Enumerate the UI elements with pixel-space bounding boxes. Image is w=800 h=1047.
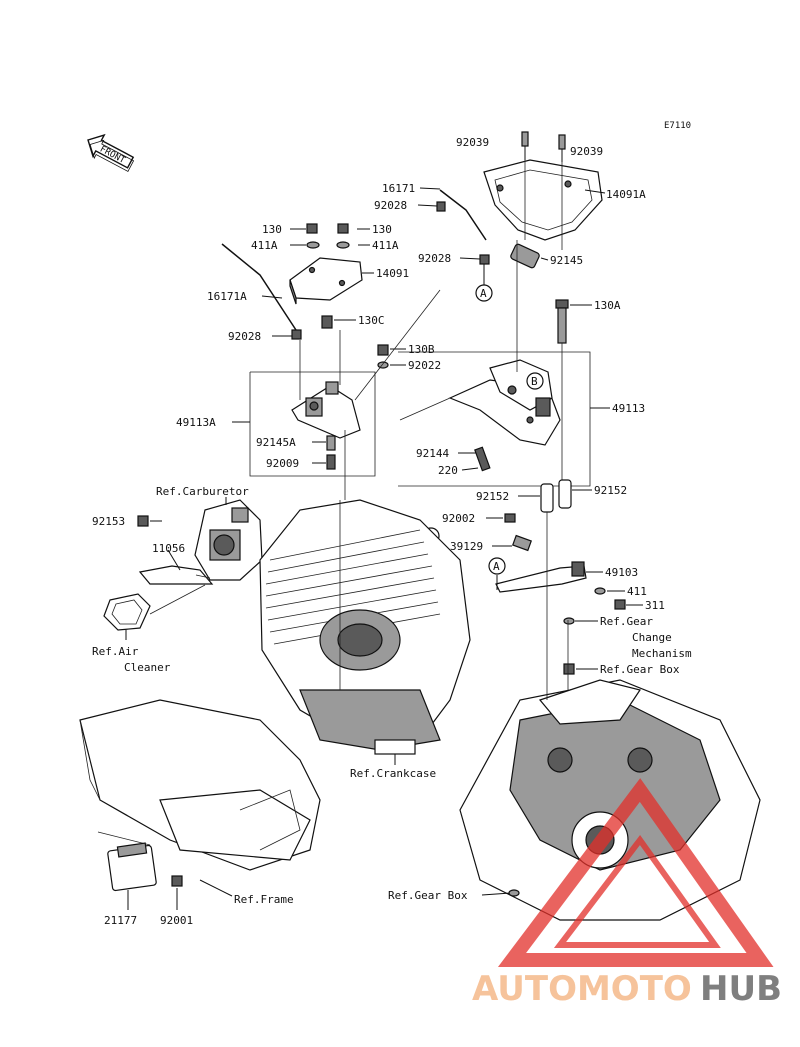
label-220: 220 [438, 464, 458, 477]
label-92009: 92009 [266, 457, 299, 470]
label-92152-right: 92152 [594, 484, 627, 497]
label-92028-low: 92028 [228, 330, 261, 343]
label-411a-left: 411A [251, 239, 278, 252]
label-92039-left: 92039 [456, 136, 489, 149]
shift-plate-49113: B [398, 240, 610, 487]
label-14091a: 14091A [606, 188, 646, 201]
ref-gear-change-2: Change [632, 631, 672, 644]
label-92145a: 92145A [256, 436, 296, 449]
bolt-130a [555, 299, 592, 480]
label-49113a: 49113A [176, 416, 216, 429]
watermark-hub: HUB [700, 969, 782, 1009]
ref-frame: Ref.Frame [234, 893, 294, 906]
callout-a-bottom: A [493, 560, 500, 573]
watermark-auto: AUTOMOTO [472, 969, 692, 1009]
label-92152-left: 92152 [476, 490, 509, 503]
callout-a-top: A [480, 287, 487, 300]
part-labels: 92039 92039 14091A 16171 92028 92028 921… [92, 136, 665, 927]
diagram-code: E7110 [664, 121, 691, 131]
watermark-logo: AUTOMOTO HUB [472, 778, 782, 1009]
ref-gear-box-lower: Ref.Gear Box [388, 889, 468, 902]
label-130-right: 130 [372, 223, 392, 236]
label-130c: 130C [358, 314, 385, 327]
label-92001: 92001 [160, 914, 193, 927]
frame-ref [79, 699, 321, 910]
label-21177: 21177 [104, 914, 137, 927]
gearbox-ref [459, 560, 761, 921]
ref-gear-change-1: Ref.Gear [600, 615, 653, 628]
label-92002: 92002 [442, 512, 475, 525]
cable-16171: A [417, 187, 493, 302]
bracket-14091 [289, 257, 374, 305]
springs-92145a-92009 [312, 435, 336, 470]
cable-16171a [221, 243, 302, 340]
label-16171: 16171 [382, 182, 415, 195]
label-16171a: 16171A [207, 290, 247, 303]
reference-labels: Ref.Carburetor Ref.Air Cleaner Ref.Gear … [92, 485, 692, 906]
label-130b: 130B [408, 343, 435, 356]
spring-92145 [510, 243, 549, 269]
pin-92144 [458, 446, 491, 472]
ref-gear-box-upper: Ref.Gear Box [600, 663, 680, 676]
ref-crankcase: Ref.Crankcase [350, 767, 436, 780]
label-411: 411 [627, 585, 647, 598]
bolts-130 [290, 223, 370, 249]
label-411a-right: 411A [372, 239, 399, 252]
label-130-left: 130 [262, 223, 282, 236]
label-92022: 92022 [408, 359, 441, 372]
cover-14091a [483, 131, 606, 250]
label-92144: 92144 [416, 447, 449, 460]
label-49113: 49113 [612, 402, 645, 415]
crankcase-ref [259, 499, 471, 765]
ref-air: Ref.Air [92, 645, 139, 658]
ref-cleaner: Cleaner [124, 661, 171, 674]
label-92153: 92153 [92, 515, 125, 528]
carburetor-ref [103, 497, 263, 640]
label-11056: 11056 [152, 542, 185, 555]
shift-arm-49103: A [488, 557, 643, 675]
label-49103: 49103 [605, 566, 638, 579]
ref-carburetor: Ref.Carburetor [156, 485, 249, 498]
label-92039-right: 92039 [570, 145, 603, 158]
label-92028-mid: 92028 [418, 252, 451, 265]
ref-gear-change-3: Mechanism [632, 647, 692, 660]
label-14091: 14091 [376, 267, 409, 280]
throttle-plate-49113a [232, 289, 441, 500]
callout-b-top: B [531, 375, 538, 388]
label-130a: 130A [594, 299, 621, 312]
label-92028-top: 92028 [374, 199, 407, 212]
label-39129: 39129 [450, 540, 483, 553]
front-arrow-icon: FRONT [87, 133, 135, 172]
label-92145: 92145 [550, 254, 583, 267]
collars-92152 [518, 479, 592, 560]
label-311: 311 [645, 599, 665, 612]
